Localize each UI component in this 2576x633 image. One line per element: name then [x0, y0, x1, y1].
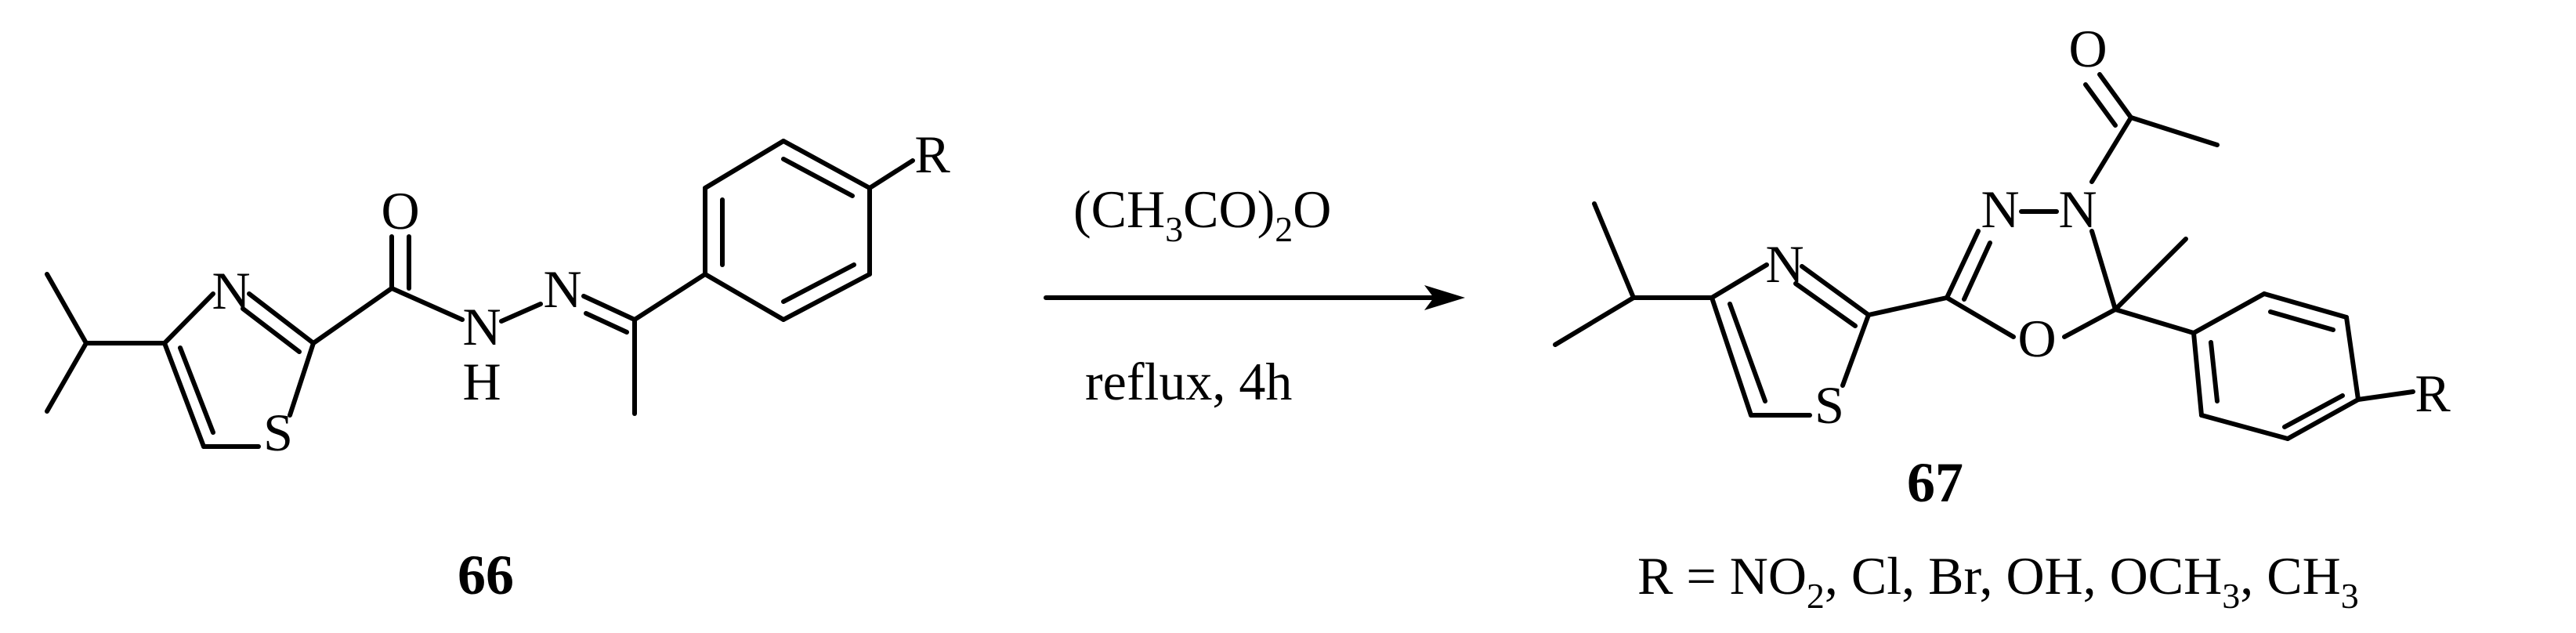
substituent-text-3: , CH — [2240, 546, 2340, 606]
atom-n-imine: N — [543, 259, 581, 319]
reagent-subscript-2: 2 — [1275, 209, 1293, 249]
compound-label-66: 66 — [458, 544, 514, 606]
r-group: R — [2415, 364, 2451, 423]
reactant-66-structure: N S O N H N R — [45, 125, 950, 462]
reaction-arrow — [1044, 285, 1465, 310]
atom-o-acetyl: O — [2068, 19, 2107, 78]
substituent-text-1: R = NO — [1637, 546, 1807, 606]
atom-o-carbonyl: O — [381, 181, 419, 241]
reaction-conditions: reflux, 4h — [1085, 352, 1292, 411]
substituent-list: R = NO2, Cl, Br, OH, OCH3, CH3 — [1637, 546, 2359, 616]
reagent-subscript-1: 3 — [1165, 209, 1183, 249]
atom-n-thiazole: N — [1765, 234, 1804, 294]
reactant-bonds — [45, 139, 915, 449]
product-67-structure: N S N N O O R — [1553, 19, 2451, 441]
reagent-text-1: (CH — [1073, 179, 1165, 239]
reaction-arrow-head — [1424, 285, 1465, 310]
atom-s-thiazole: S — [263, 403, 293, 462]
atom-n-ring-1: N — [1981, 179, 2019, 239]
substituent-subscript-1: 2 — [1807, 576, 1825, 616]
substituent-text-2: , Cl, Br, OH, OCH — [1825, 546, 2222, 606]
reagent-formula: (CH3CO)2O — [1073, 179, 1331, 249]
product-bonds — [1553, 72, 2415, 441]
substituent-subscript-2: 3 — [2222, 576, 2240, 616]
reagent-text-3: O — [1293, 179, 1331, 239]
atom-n-amide: N — [462, 297, 501, 356]
atom-s-thiazole: S — [1814, 375, 1844, 435]
reagent-text-2: CO) — [1183, 179, 1275, 239]
atom-o-ring: O — [2017, 309, 2056, 368]
substituent-subscript-3: 3 — [2341, 576, 2359, 616]
atom-n-thiazole: N — [212, 261, 250, 320]
atom-n-ring-2: N — [2058, 179, 2097, 239]
atom-h-amide: H — [462, 352, 501, 411]
r-group: R — [914, 125, 950, 184]
compound-label-67: 67 — [1907, 451, 1963, 514]
